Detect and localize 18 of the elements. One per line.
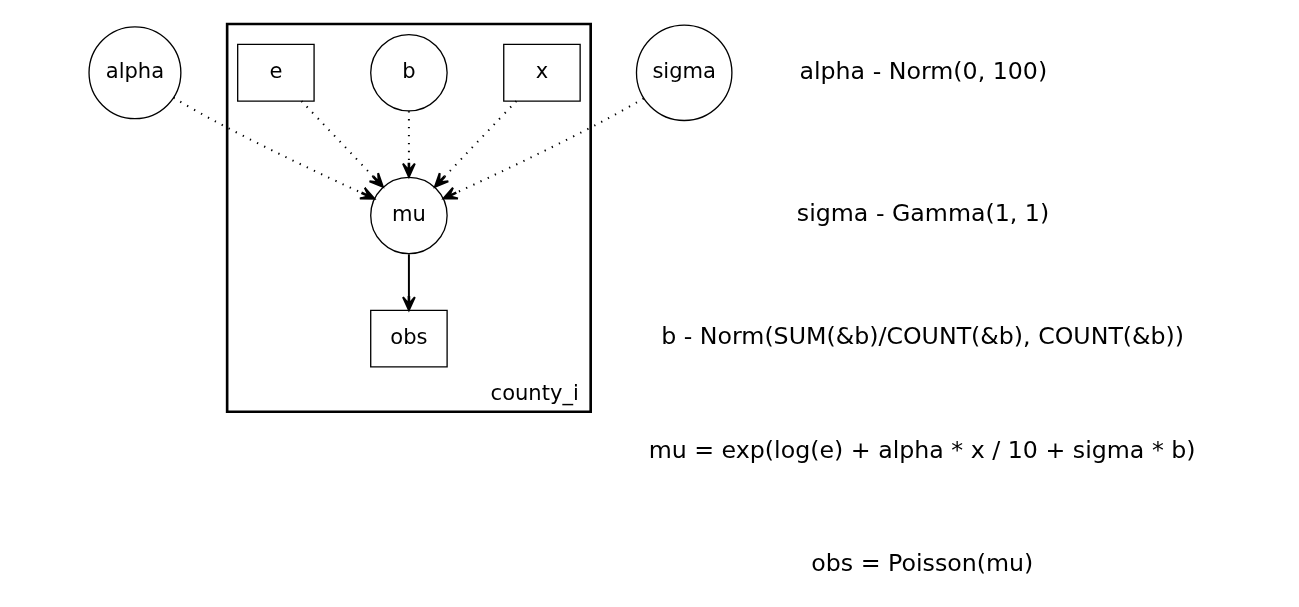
arrow bbox=[300, 100, 384, 188]
node-circle: alpha bbox=[88, 26, 182, 120]
node-circle: sigma bbox=[635, 24, 733, 122]
node-box: x bbox=[503, 43, 581, 102]
node-circle: mu bbox=[370, 176, 448, 255]
arrow bbox=[172, 96, 376, 200]
arrow bbox=[402, 110, 416, 178]
label: alpha - Norm(0, 100) bbox=[799, 56, 1048, 85]
label: b - Norm(SUM(&b)/COUNT(&b), COUNT(&b)) bbox=[661, 322, 1185, 351]
arrow bbox=[402, 253, 416, 312]
node-box: e bbox=[237, 43, 315, 102]
node-circle: b bbox=[370, 33, 448, 112]
arrow bbox=[433, 100, 518, 188]
node-box: obs bbox=[370, 309, 448, 368]
arrow bbox=[442, 97, 645, 200]
label: mu = exp(log(e) + alpha * x / 10 + sigma * b) bbox=[648, 435, 1196, 464]
label: obs = Poisson(mu) bbox=[811, 548, 1034, 577]
label: sigma - Gamma(1, 1) bbox=[796, 199, 1050, 228]
